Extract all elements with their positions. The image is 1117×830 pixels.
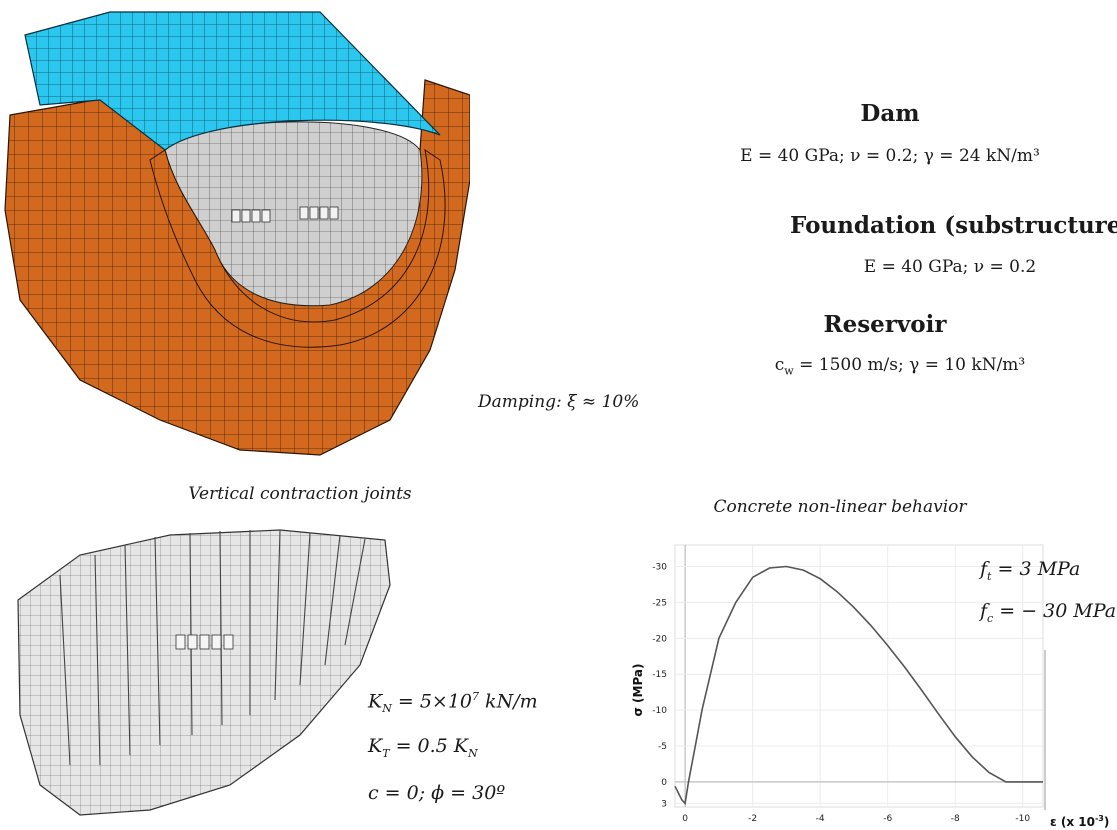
x-tick-label: -4 [816, 814, 825, 824]
dam-body [24, 11, 441, 151]
dam-props: E = 40 GPa; ν = 0.2; γ = 24 kN/m³ [740, 146, 1040, 166]
dam-openings [231, 206, 339, 223]
joints-caption: Vertical contraction joints [188, 484, 412, 504]
dam-title: Dam [860, 100, 920, 127]
damping-label: Damping: ξ ≈ 10% [478, 392, 640, 412]
y-tick-label: -5 [658, 742, 667, 752]
stress-strain-curve [674, 565, 1043, 806]
x-tick-label: -10 [1015, 814, 1030, 824]
y-tick-label: 3 [661, 799, 667, 809]
y-tick-label: -15 [652, 670, 667, 680]
x-tick-label: -8 [951, 814, 960, 824]
y-tick-label: -30 [652, 563, 667, 573]
kt-equation: KT = 0.5 KN [368, 735, 478, 760]
concrete-caption: Concrete non-linear behavior [713, 497, 967, 517]
x-tick-label: -6 [883, 814, 892, 824]
reservoir-title: Reservoir [823, 311, 947, 338]
fc-label: fc = − 30 MPa [980, 600, 1117, 625]
reservoir-props: cw = 1500 m/s; γ = 10 kN/m³ [774, 355, 1026, 378]
kn-equation: KN = 5×107 kN/m [368, 690, 538, 716]
y-tick-label: 0 [661, 778, 667, 788]
foundation-title: Foundation (substructure) [790, 212, 1117, 239]
y-axis-label: σ (MPa) [631, 663, 645, 716]
friction-equation: c = 0; ϕ = 30º [368, 782, 506, 804]
x-tick-label: -2 [748, 814, 757, 824]
foundation-props: E = 40 GPa; ν = 0.2 [863, 257, 1037, 277]
dam-3d-model [4, 11, 470, 456]
y-tick-label: -25 [652, 598, 667, 608]
concrete-chart: 0 -2 -4 -6 -8 -10 3 0 -5 -10 -15 -20 -25 -30 σ (MPa)… [631, 544, 1109, 829]
ft-label: ft = 3 MPa [980, 558, 1081, 583]
joints-mesh [17, 529, 391, 816]
y-tick-label: -20 [652, 634, 667, 644]
x-axis-label: ε (x 10-3) [1050, 814, 1109, 829]
x-tick-label: 0 [682, 814, 688, 824]
y-tick-label: -10 [652, 706, 667, 716]
